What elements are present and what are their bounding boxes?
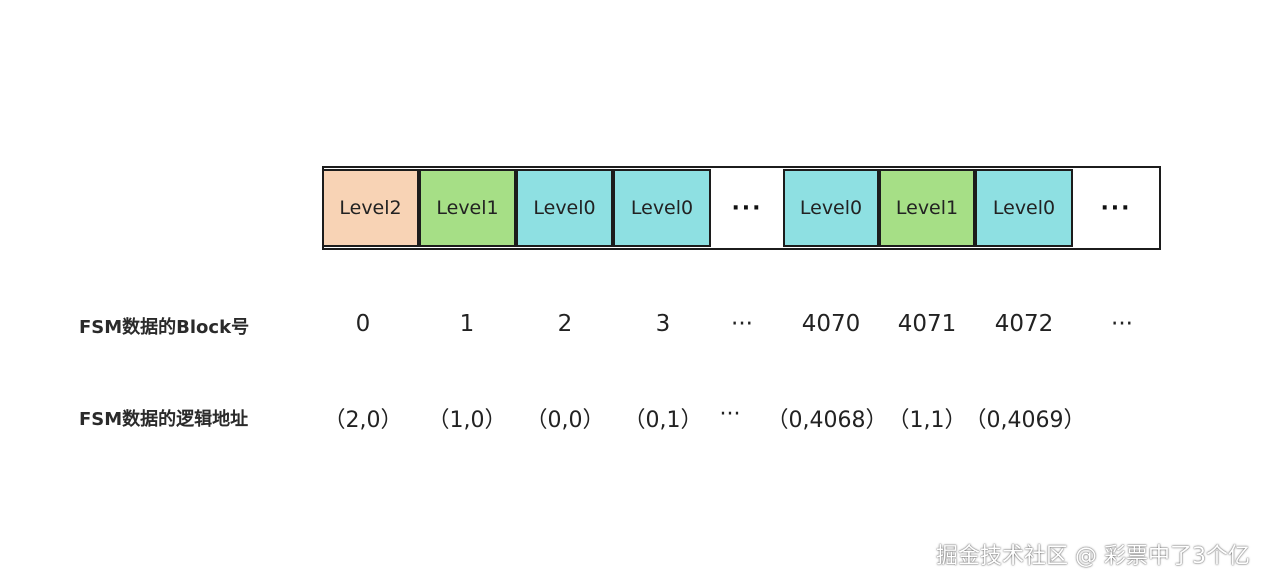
block-number-ellipsis: ··· [731, 311, 753, 337]
block-cell-level0: Level0 [975, 169, 1073, 247]
block-gap-ellipsis: ··· [731, 195, 763, 221]
block-cell-level1: Level1 [419, 169, 516, 247]
block-number-ellipsis: ··· [1111, 311, 1133, 337]
block-cell-level1: Level1 [879, 169, 975, 247]
block-cell-level0: Level0 [783, 169, 879, 247]
logical-address: （1,1） [887, 408, 967, 433]
block-label: Level0 [630, 197, 694, 219]
block-number: 4070 [801, 311, 861, 337]
block-number: 1 [459, 311, 475, 337]
block-label: Level0 [533, 197, 596, 219]
logical-address: （0,4068） [766, 408, 888, 433]
logical-address: （2,0） [323, 408, 403, 433]
block-gap-ellipsis: ··· [1100, 195, 1132, 221]
block-cell-level0: Level0 [613, 169, 711, 247]
block-number-row-label: FSM数据的Block号 [79, 317, 250, 338]
block-label: Level1 [895, 197, 959, 219]
logical-address: （1,0） [427, 408, 507, 433]
logical-address-row-label: FSM数据的逻辑地址 [79, 409, 249, 430]
block-number: 2 [557, 311, 573, 337]
block-number: 3 [655, 311, 671, 337]
logical-address: （0,4069） [964, 408, 1086, 433]
block-label: Level0 [992, 197, 1056, 219]
block-cell-level0: Level0 [516, 169, 613, 247]
block-number: 0 [355, 311, 371, 337]
logical-address-ellipsis: ··· [719, 402, 741, 427]
block-number: 4072 [994, 311, 1054, 337]
watermark-text: 掘金技术社区 @ 彩票中了3个亿 [936, 544, 1250, 569]
block-label: Level0 [799, 197, 863, 219]
block-label: Level1 [436, 197, 499, 219]
block-label: Level2 [339, 197, 402, 219]
logical-address: （0,0） [525, 408, 605, 433]
block-number: 4071 [897, 311, 957, 337]
logical-address: （0,1） [623, 408, 703, 433]
block-cell-level2: Level2 [322, 169, 419, 247]
